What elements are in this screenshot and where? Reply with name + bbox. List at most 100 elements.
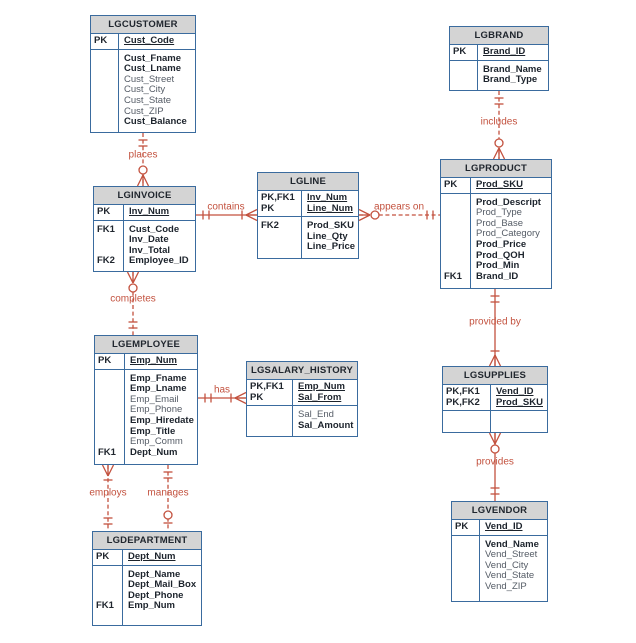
relationship-provides[interactable] [488, 432, 502, 501]
key-label: PK [250, 391, 264, 403]
field-prod_min: Prod_Min [476, 260, 520, 272]
key-column: FK1 [95, 369, 125, 464]
key-column [450, 60, 478, 90]
key-label: PK,FK2 [446, 396, 480, 408]
key-column: PK [91, 34, 119, 49]
key-label [250, 410, 290, 421]
relationship-label-employs: employs [89, 487, 127, 499]
field-vend_id: Vend_ID [496, 386, 534, 397]
field-emp_comm: Emp_Comm [130, 436, 183, 448]
table-title: LGSALARY_HISTORY [247, 362, 357, 380]
key-column: PK [452, 520, 480, 535]
relationship-places[interactable] [136, 133, 150, 187]
field-vend_name: Vend_Name [485, 538, 539, 550]
field-dept_mail_box: Dept_Mail_Box [128, 579, 197, 591]
field-column: Inv_Num [124, 205, 195, 220]
key-label [261, 232, 299, 243]
key-label [261, 242, 299, 253]
field-emp_phone: Emp_Phone [130, 404, 183, 416]
field-column: Vend_ID [480, 520, 547, 535]
key-label [453, 75, 475, 86]
key-column [247, 406, 293, 436]
field-emp_lname: Emp_Lname [130, 383, 187, 395]
key-label: PK,FK1 [250, 381, 284, 392]
key-label [94, 64, 116, 75]
relationship-includes[interactable] [492, 91, 506, 160]
table-title: LGDEPARTMENT [93, 532, 201, 550]
key-label [444, 229, 468, 240]
primary-key-section: PK Cust_Code [91, 34, 195, 50]
table-title: LGBRAND [450, 27, 548, 45]
field-cust_state: Cust_State [124, 94, 171, 106]
relationship-provided-by[interactable] [488, 289, 502, 367]
key-column: PK [94, 205, 124, 220]
key-label [455, 550, 477, 561]
key-column [452, 535, 480, 601]
field-vend_city: Vend_City [485, 559, 529, 571]
field-cust_zip: Cust_ZIP [124, 105, 164, 117]
key-label [444, 219, 468, 230]
field-vend_id: Vend_ID [485, 521, 523, 532]
key-column: FK2 [258, 217, 302, 258]
key-label [94, 117, 116, 128]
relationship-label-appears-on: appears on [373, 201, 425, 213]
relationship-manages[interactable] [163, 465, 173, 531]
relationship-label-completes: completes [110, 293, 156, 305]
key-label: FK2 [97, 255, 115, 267]
relationship-employs[interactable] [101, 464, 115, 531]
attributes-section [443, 411, 547, 432]
field-sal_amount: Sal_Amount [298, 419, 354, 431]
field-line_num: Line_Num [307, 202, 353, 214]
field-brand_id: Brand_ID [476, 270, 519, 282]
key-column: PK [95, 354, 125, 369]
key-label: PK [94, 35, 108, 46]
key-column: FK1 [441, 193, 471, 288]
field-emp_num: Emp_Num [298, 381, 345, 392]
key-label [94, 75, 116, 86]
field-line_qty: Line_Qty [307, 230, 348, 242]
field-cust_street: Cust_Street [124, 73, 175, 85]
table-title: LGSUPPLIES [443, 367, 547, 385]
field-column: Cust_Code [119, 34, 195, 49]
field-column: Brand_ID [478, 45, 548, 60]
relationship-completes[interactable] [126, 271, 140, 335]
key-label [444, 251, 468, 262]
field-inv_date: Inv_Date [129, 234, 169, 246]
key-label [98, 395, 122, 406]
key-column: FK1 [93, 565, 123, 625]
key-column: PK [450, 45, 478, 60]
key-label [444, 198, 468, 209]
relationship-contains[interactable] [196, 208, 258, 222]
field-emp_fname: Emp_Fname [130, 372, 187, 384]
relationship-has[interactable] [198, 391, 247, 405]
relationship-appears-on[interactable] [358, 208, 440, 222]
